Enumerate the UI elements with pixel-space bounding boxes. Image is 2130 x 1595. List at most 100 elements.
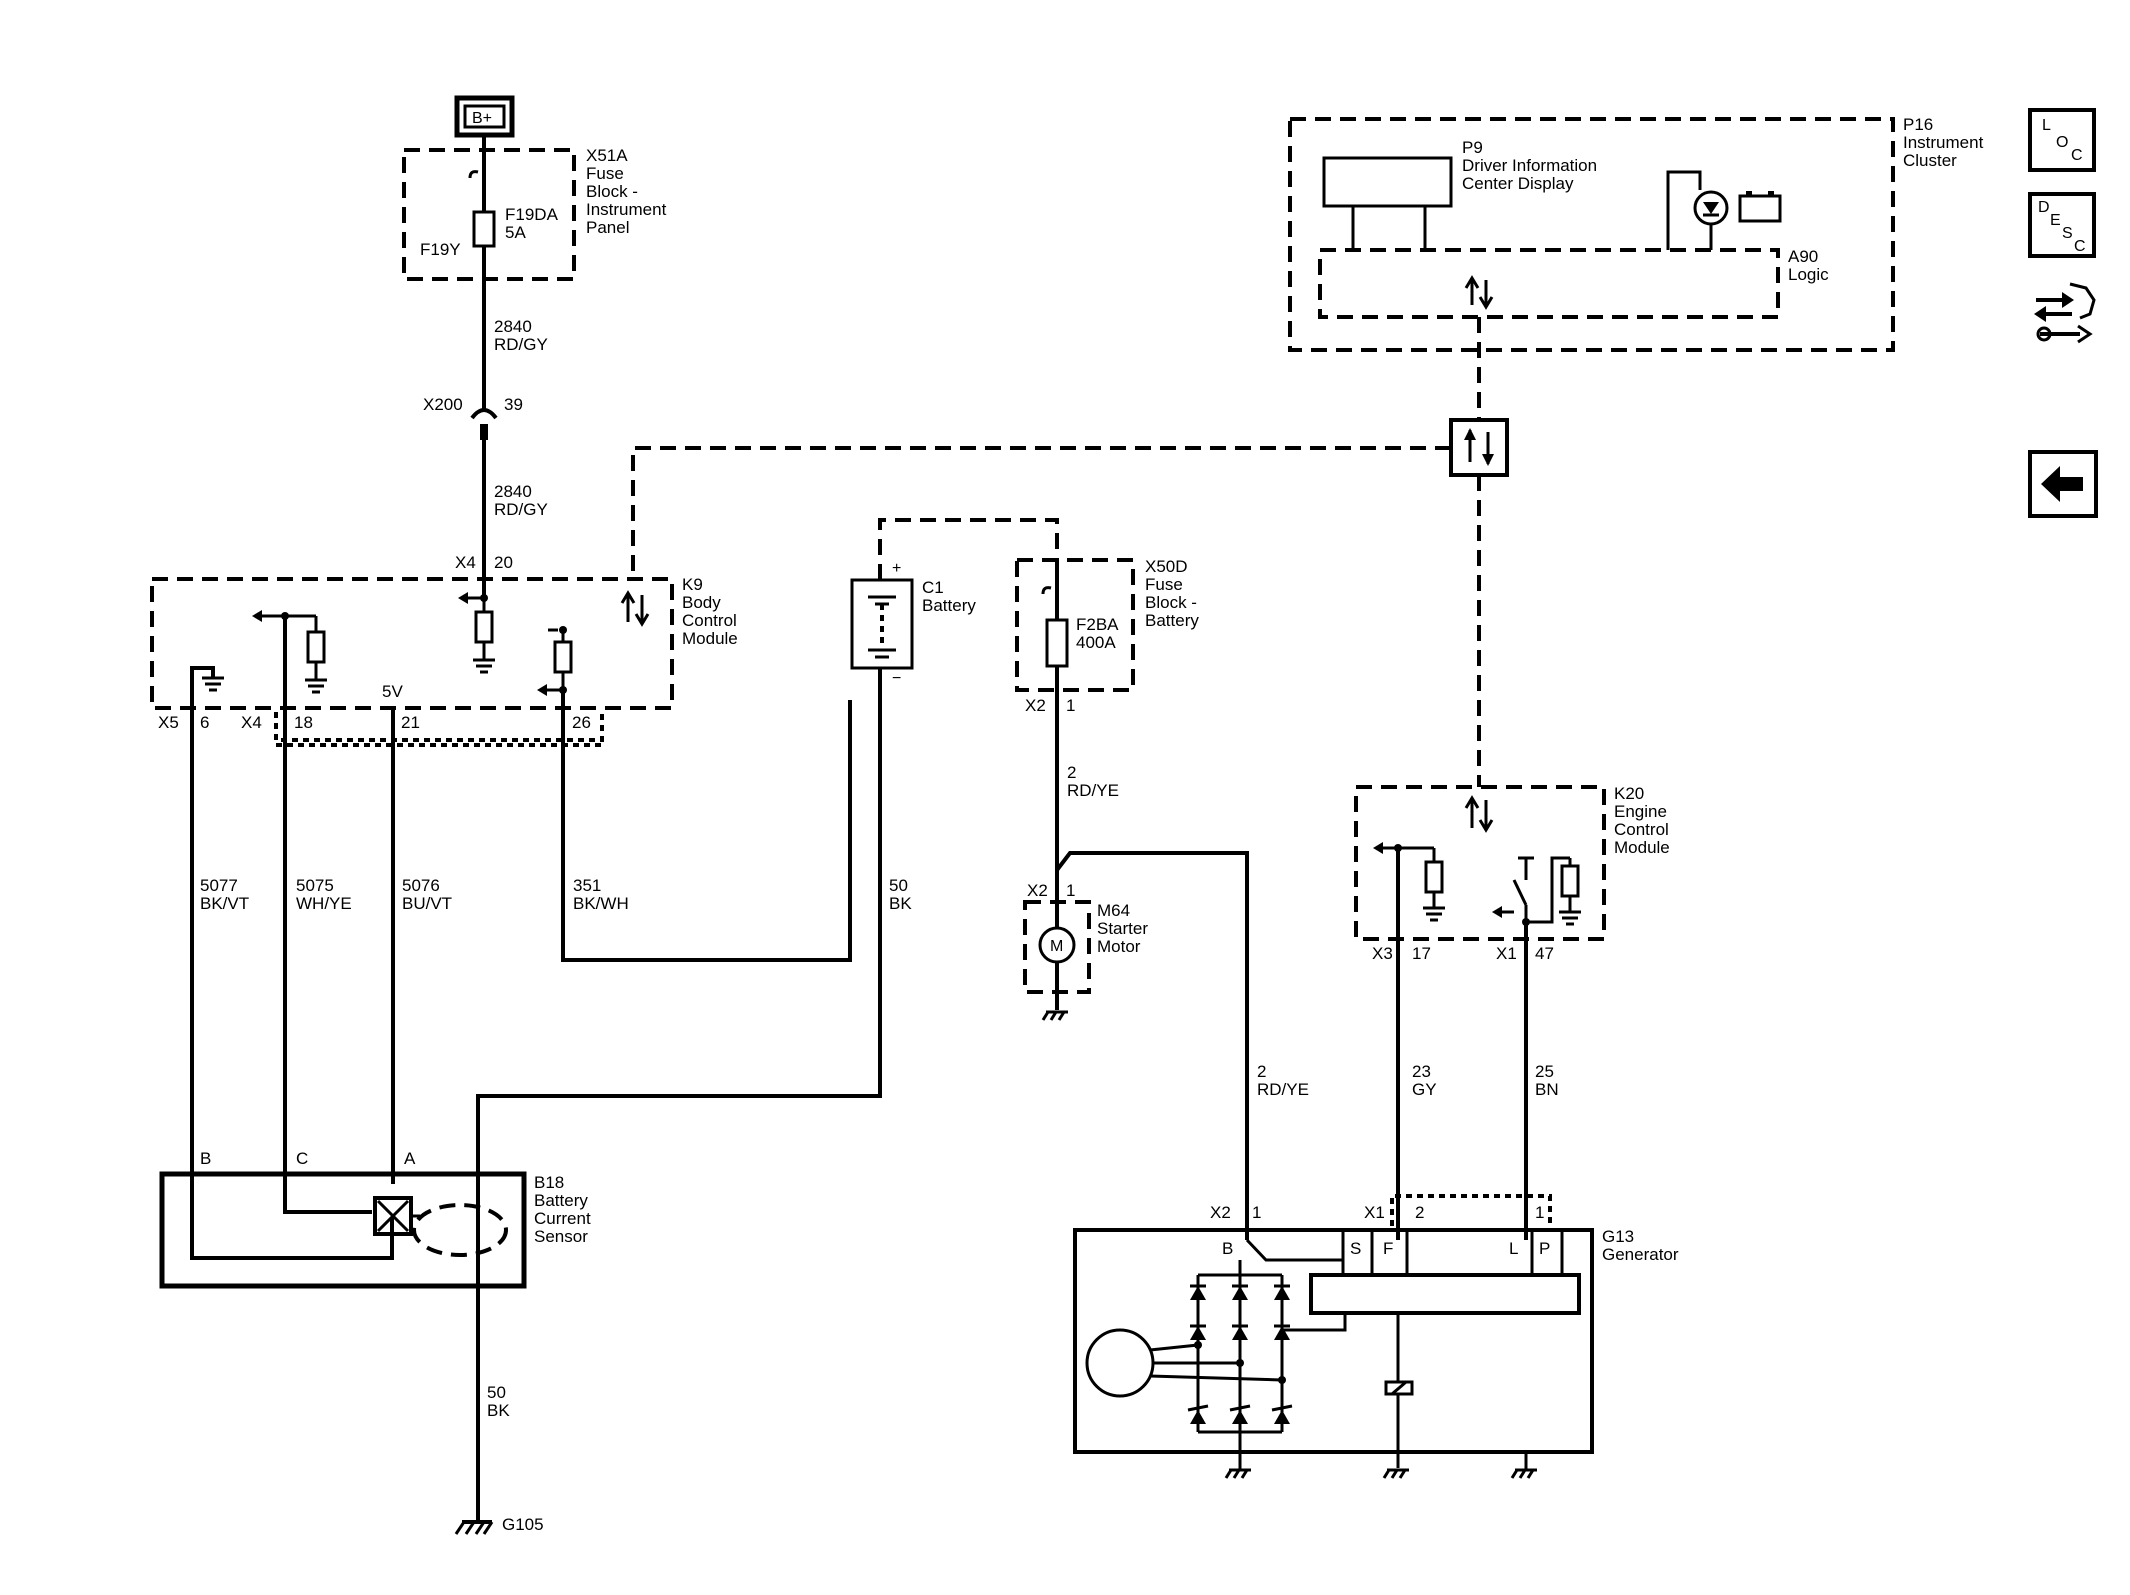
- g105-name: G105: [502, 1515, 544, 1534]
- g13-x1-pin2: 2: [1415, 1203, 1424, 1222]
- wire-23-color: GY: [1412, 1080, 1437, 1099]
- fuse-rating: 5A: [505, 223, 526, 242]
- svg-text:C: C: [2071, 147, 2083, 164]
- a90-data-arrows-icon: [1464, 275, 1494, 310]
- motor-symbol: M: [1050, 938, 1063, 955]
- b18-pin-a: A: [404, 1149, 416, 1168]
- a90-line1: Logic: [1788, 265, 1829, 284]
- k9-connector-pins: X5 6 X4 18 21 26: [158, 712, 604, 747]
- k20-x1: X1: [1496, 944, 1517, 963]
- generator-ground-icons: [1224, 1432, 1537, 1479]
- x50d-line2: Block -: [1145, 593, 1197, 612]
- pin-26: 26: [572, 713, 591, 732]
- x200-name: X200: [423, 395, 463, 414]
- k9-name: K9: [682, 575, 703, 594]
- wire-5076-color: BU/VT: [402, 894, 452, 913]
- wire-2840a-color: RD/GY: [494, 335, 548, 354]
- k20-x3: X3: [1372, 944, 1393, 963]
- desc-button[interactable]: D E S C: [2028, 192, 2096, 258]
- wire-2b-color: RD/YE: [1257, 1080, 1309, 1099]
- m64-starter-motor: M X2 1 M64 Starter Motor: [1023, 881, 1148, 1021]
- k20-pin-47: 47: [1535, 944, 1554, 963]
- serial-data-bcm: [631, 446, 1451, 579]
- b18-line2: Current: [534, 1209, 591, 1228]
- m64-conn: X2: [1027, 881, 1048, 900]
- charge-indicator-icon: [1666, 170, 1782, 250]
- g13-generator: G13 Generator X2 1 X1 2 1 B S F L P: [1073, 1194, 1679, 1468]
- svg-text:E: E: [2050, 212, 2061, 229]
- k9-line2: Control: [682, 611, 737, 630]
- k9-line1: Body: [682, 593, 721, 612]
- wire-5075-color: WH/YE: [296, 894, 352, 913]
- k9-5v: 5V: [382, 682, 403, 701]
- x50d-name: X50D: [1145, 557, 1188, 576]
- loc-button[interactable]: L O C: [2028, 108, 2096, 172]
- wire-2-rdye-generator: [1055, 851, 1249, 1240]
- wire-23-circuit: 23: [1412, 1062, 1431, 1081]
- a90-name: A90: [1788, 247, 1818, 266]
- svg-text:L: L: [2042, 117, 2051, 134]
- wire-50-ground-color: BK: [487, 1401, 510, 1420]
- p16-line2: Cluster: [1903, 151, 1957, 170]
- connector-view-button[interactable]: [2034, 282, 2096, 344]
- desc-icon: D E S C: [2038, 199, 2086, 255]
- g105-ground-icon: [454, 1520, 494, 1535]
- svg-text:D: D: [2038, 199, 2050, 216]
- g13-x1-pin1: 1: [1535, 1203, 1544, 1222]
- c1-desc: Battery: [922, 596, 976, 615]
- b18-battery-current-sensor: B C A B18 Battery Current Sensor: [159, 1149, 591, 1289]
- wire-50-color: BK: [889, 894, 912, 913]
- wire-5075-circuit: 5075: [296, 876, 334, 895]
- terminal-l: L: [1509, 1239, 1518, 1258]
- terminal-f: F: [1383, 1239, 1393, 1258]
- back-button[interactable]: [2028, 450, 2098, 518]
- pin-21: 21: [401, 713, 420, 732]
- x50d-conn: X2: [1025, 696, 1046, 715]
- back-arrow-icon: [2041, 466, 2083, 502]
- k9-line3: Module: [682, 629, 738, 648]
- b18-line3: Sensor: [534, 1227, 588, 1246]
- wire-25-circuit: 25: [1535, 1062, 1554, 1081]
- x50d-line3: Battery: [1145, 611, 1199, 630]
- x51a-name: X51A: [586, 146, 628, 165]
- c1-name: C1: [922, 578, 944, 597]
- pin-18: 18: [294, 713, 313, 732]
- wire-2b-circuit: 2: [1257, 1062, 1266, 1081]
- k9-data-arrows-icon: [620, 590, 650, 627]
- wire-50-bk: [476, 668, 882, 1520]
- wire-50-circuit: 50: [889, 876, 908, 895]
- wire-2a-color: RD/YE: [1067, 781, 1119, 800]
- wire-351: [561, 690, 852, 962]
- svg-text:O: O: [2056, 134, 2068, 151]
- svg-text:B+: B+: [472, 110, 492, 127]
- b18-pin-c: C: [296, 1149, 308, 1168]
- b18-name: B18: [534, 1173, 564, 1192]
- fuse-f19da: [472, 210, 496, 248]
- m64-line1: Starter: [1097, 919, 1148, 938]
- connector-wrench-icon: [2034, 282, 2096, 344]
- k20-line3: Module: [1614, 838, 1670, 857]
- wire-25-color: BN: [1535, 1080, 1559, 1099]
- wire-351-circuit: 351: [573, 876, 601, 895]
- k20-engine-control-module: K20 Engine Control Module: [1354, 784, 1670, 963]
- connector-x200: X200 39: [423, 395, 523, 440]
- g13-x2-pin: 1: [1252, 1203, 1261, 1222]
- wire-5077-circuit: 5077: [200, 876, 238, 895]
- k20-data-arrows-icon: [1464, 795, 1494, 833]
- svg-text:C: C: [2074, 238, 2086, 255]
- p16-name: P16: [1903, 115, 1933, 134]
- pin-6: 6: [200, 713, 209, 732]
- battery-minus: −: [892, 670, 901, 687]
- f2ba-rating: 400A: [1076, 633, 1116, 652]
- wire-5076-circuit: 5076: [402, 876, 440, 895]
- g13-name: G13: [1602, 1227, 1634, 1246]
- fuse-f2ba: [1045, 618, 1069, 668]
- fuse-name: F19DA: [505, 205, 559, 224]
- svg-text:S: S: [2062, 225, 2073, 242]
- fuse-position: F19Y: [420, 240, 461, 259]
- m64-name: M64: [1097, 901, 1130, 920]
- k9-body-control-module: K9 Body Control Module X4 20 5V: [150, 553, 738, 725]
- x51a-line2: Block -: [586, 182, 638, 201]
- bplus-terminal: B+: [454, 95, 515, 138]
- wire-50-ground-circuit: 50: [487, 1383, 506, 1402]
